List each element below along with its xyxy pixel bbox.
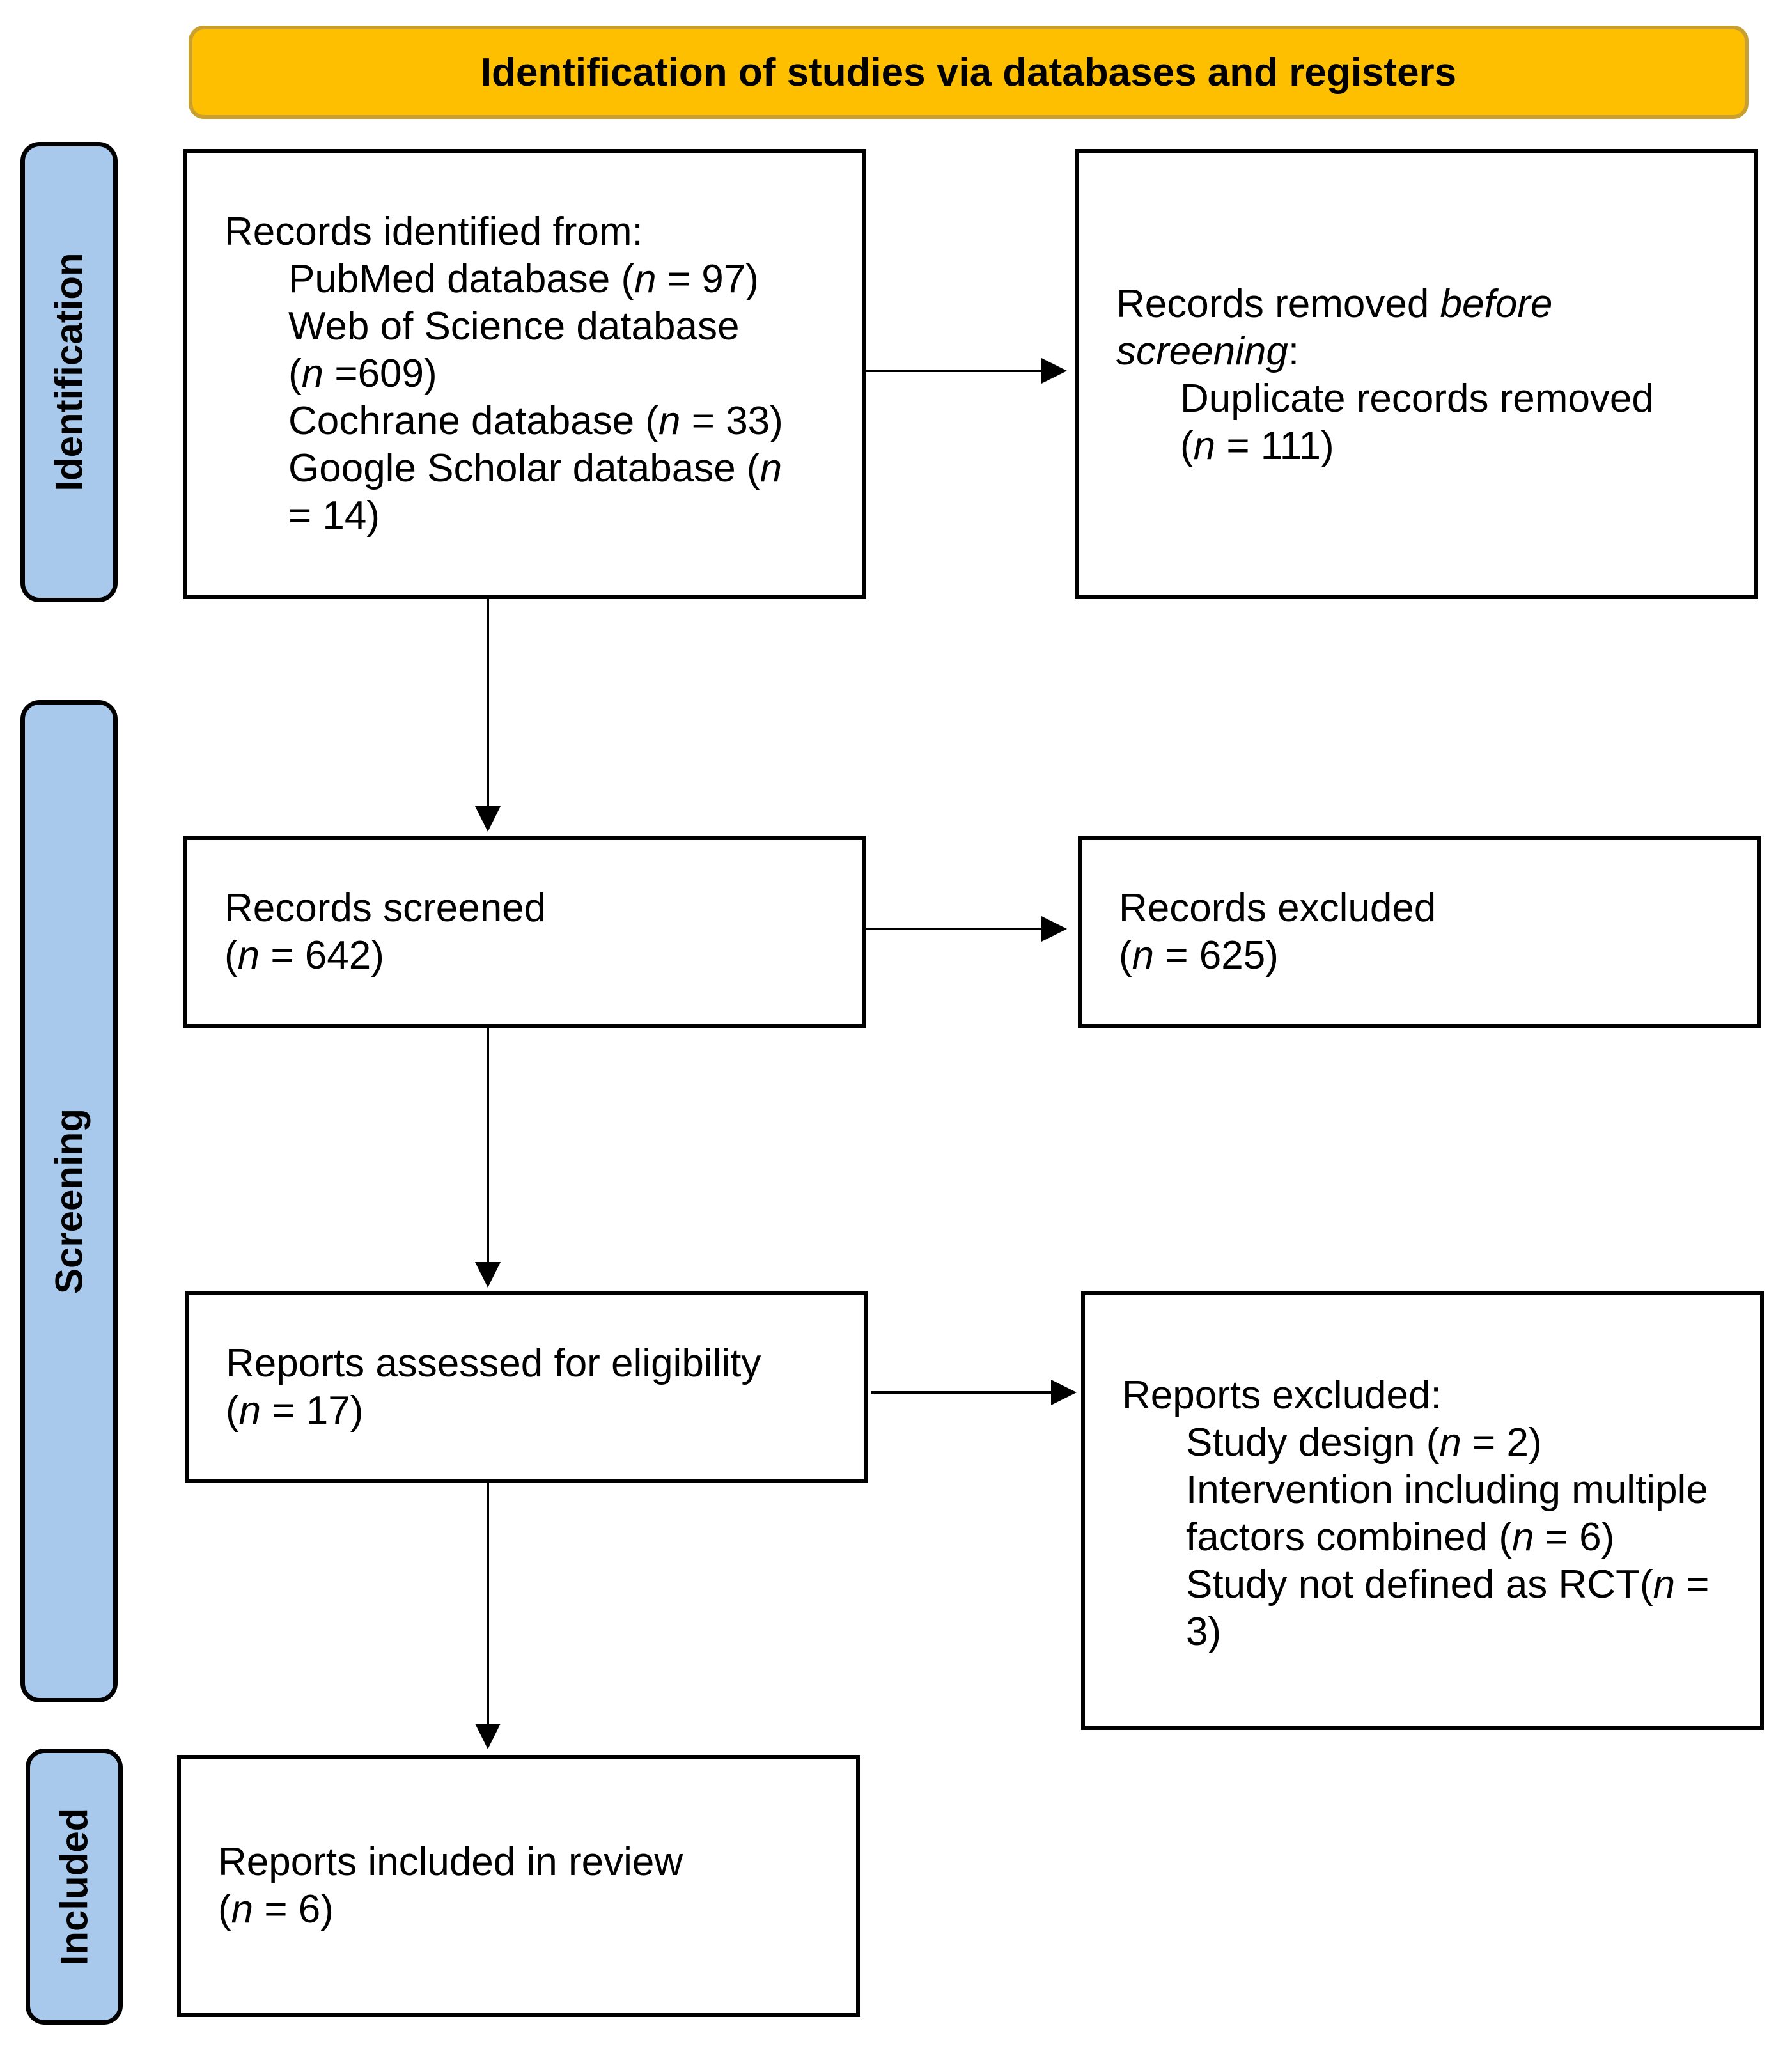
reports-included-box: Reports included in review (n = 6)	[177, 1755, 860, 2017]
cochrane-line: Cochrane database (n = 33)	[288, 399, 783, 443]
screened-count: (n = 642)	[224, 933, 384, 978]
included-count: (n = 6)	[218, 1887, 334, 1931]
rct-line: Study not defined as RCT(n =3)	[1186, 1562, 1710, 1654]
phase-screening-label: Screening	[47, 1108, 91, 1295]
phase-identification: Identification	[20, 142, 118, 602]
study-design-line: Study design (n = 2)	[1186, 1421, 1542, 1465]
excluded-records-heading: Records excluded	[1119, 886, 1437, 930]
phase-identification-label: Identification	[47, 253, 91, 492]
identification-banner: Identification of studies via databases …	[189, 26, 1749, 119]
identified-heading: Records identified from:	[224, 210, 643, 254]
wos-line: Web of Science database(n =609)	[288, 304, 740, 396]
included-heading: Reports included in review	[218, 1840, 683, 1884]
phase-screening: Screening	[20, 700, 118, 1702]
duplicate-line: Duplicate records removed(n = 111)	[1180, 377, 1654, 468]
assessed-heading: Reports assessed for eligibility	[226, 1341, 761, 1385]
reports-assessed-box: Reports assessed for eligibility (n = 17…	[185, 1291, 868, 1483]
pubmed-line: PubMed database (n = 97)	[288, 257, 759, 301]
records-excluded-box: Records excluded (n = 625)	[1078, 836, 1761, 1028]
phase-included-label: Included	[52, 1807, 96, 1966]
records-identified-box: Records identified from: PubMed database…	[183, 149, 866, 599]
reports-excluded-heading: Reports excluded:	[1122, 1373, 1442, 1417]
reports-excluded-box: Reports excluded: Study design (n = 2) I…	[1081, 1291, 1764, 1730]
google-line: Google Scholar database (n= 14)	[288, 446, 783, 538]
assessed-count: (n = 17)	[226, 1389, 364, 1433]
phase-included: Included	[26, 1749, 123, 2025]
banner-title: Identification of studies via databases …	[480, 50, 1457, 95]
records-screened-box: Records screened (n = 642)	[183, 836, 866, 1028]
excluded-records-count: (n = 625)	[1119, 933, 1279, 978]
screened-heading: Records screened	[224, 886, 547, 930]
